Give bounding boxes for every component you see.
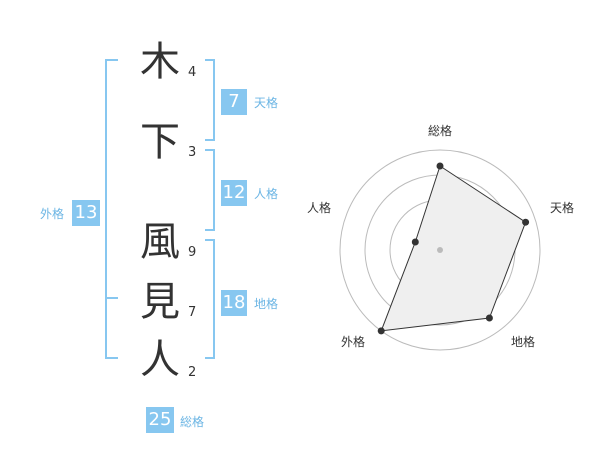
radar-point-3 <box>485 314 493 322</box>
stroke-count-3: 9 <box>188 245 197 260</box>
radar-axis-label-soukaku: 総格 <box>428 124 453 138</box>
radar-point-1 <box>436 162 444 170</box>
name-char-4: 見 <box>140 279 180 325</box>
radar-center-dot <box>437 247 443 253</box>
radar-point-5 <box>411 238 419 246</box>
stroke-count-4: 7 <box>188 305 197 320</box>
tenkaku-bracket <box>205 59 215 141</box>
stroke-count-1: 4 <box>188 65 197 80</box>
soukaku-badge: 25 <box>146 407 174 433</box>
stroke-count-5: 2 <box>188 365 197 380</box>
soukaku-label: 総格 <box>180 415 205 429</box>
name-char-5: 人 <box>140 337 180 383</box>
chikaku-bracket <box>205 239 215 359</box>
gaikaku-label: 外格 <box>40 207 65 221</box>
name-char-3: 風 <box>140 219 180 265</box>
gaikaku-badge: 13 <box>72 200 100 226</box>
jinkaku-label: 人格 <box>254 187 279 201</box>
tenkaku-label: 天格 <box>254 96 279 110</box>
radar-ring-4 <box>339 149 541 351</box>
jinkaku-badge: 12 <box>221 180 247 206</box>
chikaku-label: 地格 <box>254 297 279 311</box>
name-char-1: 木 <box>140 39 180 85</box>
radar-point-4 <box>377 327 385 335</box>
radar-points <box>377 162 530 335</box>
radar-axis-label-gaikaku: 外格 <box>341 335 366 349</box>
radar-series-area <box>380 165 527 332</box>
radar-axis-label-jinkaku: 人格 <box>307 201 332 215</box>
chikaku-badge: 18 <box>221 290 247 316</box>
radar-point-2 <box>522 218 530 226</box>
radar-axis-label-tenkaku: 天格 <box>550 201 575 215</box>
radar-axis-label-chikaku: 地格 <box>511 335 536 349</box>
name-char-2: 下 <box>140 119 180 165</box>
name-brackets <box>105 59 215 359</box>
gaikaku-bracket <box>105 59 118 359</box>
jinkaku-bracket <box>205 149 215 231</box>
radar-chart <box>339 149 541 351</box>
stroke-count-2: 3 <box>188 145 197 160</box>
tenkaku-badge: 7 <box>221 89 247 115</box>
